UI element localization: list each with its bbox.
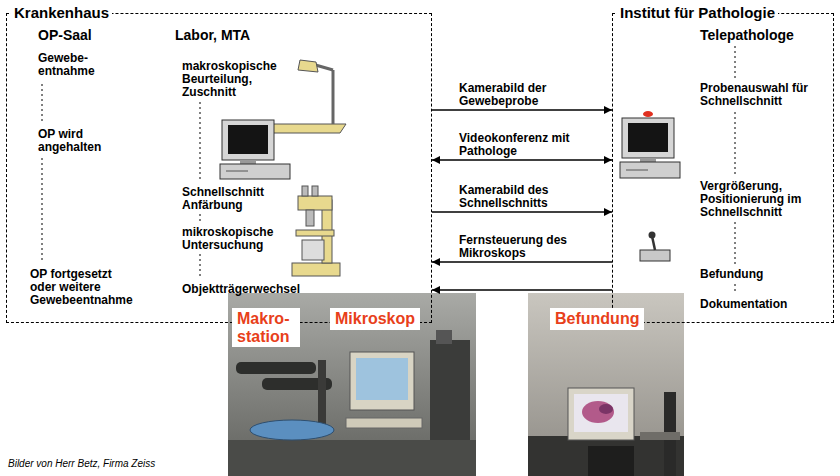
- data-flow-arrow: [432, 211, 612, 212]
- eyepiece: [312, 186, 318, 196]
- arrow-label: Videokonferenz mit Pathologe: [457, 132, 587, 158]
- step-label: OP fortgesetzt oder weitere Gewebeentnah…: [30, 268, 136, 308]
- column-heading: Labor, MTA: [175, 28, 250, 43]
- column-heading: Telepathologe: [700, 28, 794, 43]
- lamp-pole: [332, 70, 335, 124]
- data-flow-arrow: [432, 289, 612, 290]
- guide-lines: [42, 46, 735, 294]
- arrow-label: Kamerabild des Schnellschnitts: [457, 184, 587, 210]
- computer-case: [620, 162, 680, 178]
- photo-microscope: [430, 340, 470, 440]
- data-flow-arrow: [432, 109, 612, 110]
- monitor: [622, 118, 674, 158]
- joystick-base: [640, 250, 670, 261]
- data-flow-arrow: [432, 159, 612, 160]
- step-label: OP wird angehalten: [38, 128, 113, 154]
- region-heading: Krankenhaus: [11, 4, 112, 22]
- macro-lamp-icon: [266, 60, 346, 133]
- photo-tower: [588, 446, 634, 476]
- photo-keyboard: [346, 418, 422, 428]
- photo-desk: [528, 436, 684, 476]
- photo-table: [228, 440, 476, 476]
- camera-arm: [236, 362, 316, 374]
- data-flow-arrow: [432, 261, 612, 262]
- joystick-icon: [640, 232, 670, 262]
- guide-line: [735, 112, 736, 176]
- microscope-base: [292, 263, 340, 276]
- camera-dot: [643, 111, 653, 117]
- office-photo: [528, 293, 684, 476]
- photo-credit: Bilder von Herr Betz, Firma Zeiss: [8, 458, 155, 469]
- monitor-neck: [240, 160, 256, 164]
- arrow-label: Fernsteuerung des Mikroskops: [457, 234, 587, 260]
- region-heading: Institut für Pathologie: [617, 4, 778, 22]
- microscope-stage: [296, 230, 334, 236]
- screen: [228, 125, 268, 154]
- guide-line: [200, 214, 201, 222]
- photo-monitor: [568, 388, 634, 440]
- screen: [628, 123, 668, 152]
- photo-eyepiece: [436, 330, 452, 344]
- guide-line: [735, 46, 736, 78]
- photo-ground: [528, 293, 684, 476]
- photo-label: Mikroskop: [330, 308, 420, 330]
- microscope-icon: [292, 186, 340, 276]
- photo-desk-edge: [640, 432, 680, 440]
- step-label: Objektträgerwechsel: [182, 283, 300, 296]
- guide-line: [735, 222, 736, 264]
- step-label: Vergrößerung, Positionierung im Schnells…: [700, 180, 830, 220]
- photo-ground: [228, 293, 476, 476]
- guide-line: [200, 254, 201, 279]
- camera-pole: [318, 360, 326, 430]
- step-label: mikroskopische Untersuchung: [182, 226, 282, 252]
- guide-line: [200, 102, 201, 182]
- arrow-label: Kamerabild der Gewebeprobe: [457, 82, 587, 108]
- computer-case: [220, 164, 290, 179]
- step-label: Gewebe- entnahme: [38, 52, 100, 78]
- specimen-dish: [250, 420, 334, 440]
- photo-monitor: [350, 352, 414, 410]
- step-label: makroskopische Beurteilung, Zuschnitt: [182, 60, 290, 100]
- computer-icon: [620, 111, 680, 178]
- objective: [306, 210, 314, 226]
- guide-line: [735, 284, 736, 294]
- photo-screen: [356, 358, 408, 400]
- monitor: [222, 120, 274, 160]
- photo-screen: [574, 394, 628, 432]
- lamp-plate: [266, 124, 346, 133]
- photo-label: Befundung: [550, 308, 644, 330]
- photo-label: Makro- station: [232, 308, 300, 347]
- monitor-neck: [640, 158, 656, 162]
- computer-icon: [220, 120, 290, 179]
- drive-slot: [226, 171, 248, 172]
- step-label: Dokumentation: [700, 298, 787, 311]
- microscope-head: [298, 196, 332, 210]
- step-label: Schnellschnitt Anfärbung: [182, 186, 282, 212]
- lab-photo: [228, 293, 476, 476]
- tissue-image: [599, 404, 613, 414]
- microscope-lamp: [302, 240, 324, 260]
- column-heading: OP-Saal: [38, 28, 92, 43]
- tissue-image: [582, 401, 614, 423]
- step-label: Befundung: [700, 268, 763, 281]
- step-label: Probenauswahl für Schnellschnitt: [700, 82, 830, 108]
- lamp-head: [298, 60, 318, 72]
- guide-line: [42, 84, 43, 124]
- joystick-knob: [649, 232, 656, 239]
- guide-line: [42, 158, 43, 262]
- eyepiece: [302, 186, 308, 196]
- drive-slot: [626, 170, 648, 171]
